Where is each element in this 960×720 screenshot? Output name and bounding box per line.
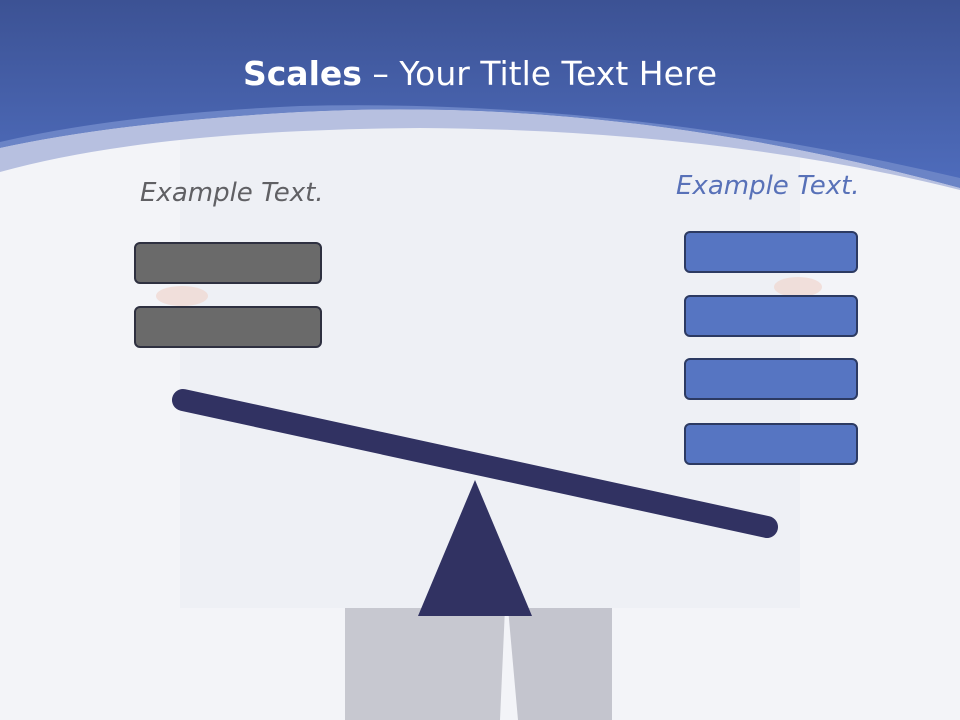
right-weight-box <box>684 295 858 337</box>
right-weight-box <box>684 423 858 465</box>
header-light-band <box>0 109 960 190</box>
left-weight-box <box>134 242 322 284</box>
left-caption: Example Text. <box>140 178 324 208</box>
scale-beam <box>172 389 778 538</box>
left-weight-box <box>134 306 322 348</box>
slide-title: Scales – Your Title Text Here <box>0 52 960 96</box>
right-weight-box <box>684 358 858 400</box>
header-band <box>0 0 960 188</box>
title-bold: Scales <box>242 54 362 93</box>
right-caption: Example Text. <box>676 171 860 201</box>
title-rest: – Your Title Text Here <box>361 54 718 93</box>
scale-fulcrum <box>418 480 532 616</box>
right-weight-box <box>684 231 858 273</box>
